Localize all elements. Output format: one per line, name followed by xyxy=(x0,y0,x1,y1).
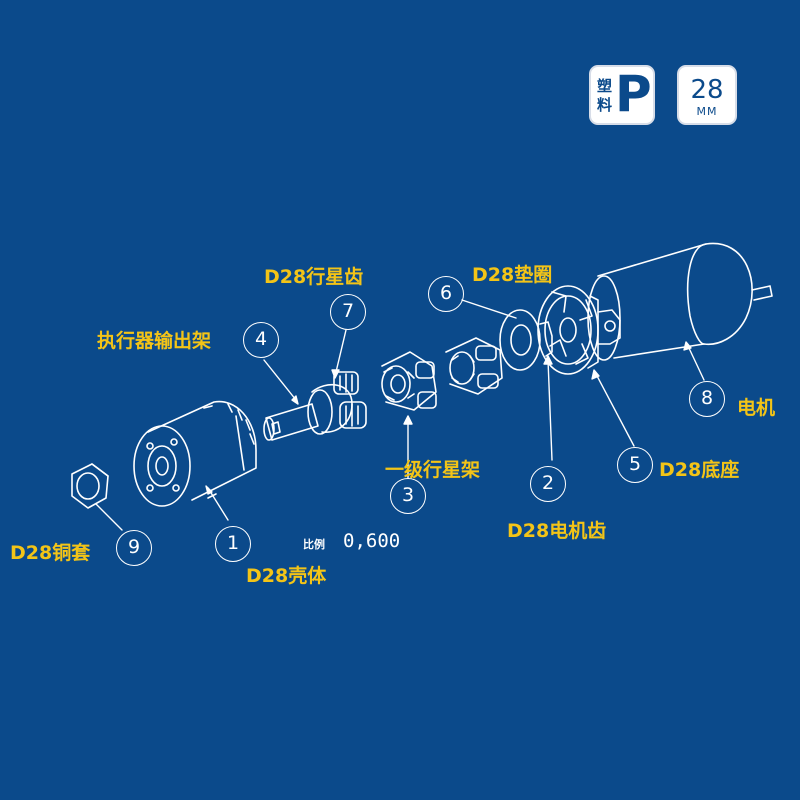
badge-size-unit: MM xyxy=(696,105,718,118)
label-motor: 电机 xyxy=(737,397,776,419)
badge-material-char-top: 塑 xyxy=(597,77,613,95)
callout-2: 2 xyxy=(530,466,566,502)
label-bushing: D28铜套 xyxy=(10,542,91,564)
part-output-shaft-drawing xyxy=(263,384,353,441)
callout-3: 3 xyxy=(390,478,426,514)
label-washer: D28垫圈 xyxy=(472,264,553,286)
scale-value: 0,600 xyxy=(343,530,401,552)
callout-5: 5 xyxy=(617,447,653,483)
part-washer-drawing xyxy=(499,309,541,371)
label-housing: D28壳体 xyxy=(246,565,327,587)
material-plastic-badge: 塑 料 P xyxy=(589,65,655,125)
label-base: D28底座 xyxy=(659,459,740,481)
badge-size-value: 28 xyxy=(690,75,724,105)
label-planet-gear: D28行星齿 xyxy=(264,266,364,288)
part-motor-drawing xyxy=(587,242,773,361)
callout-7: 7 xyxy=(330,294,366,330)
callout-1: 1 xyxy=(215,526,251,562)
badge-material-letter: P xyxy=(615,65,652,123)
badge-material-char-bottom: 料 xyxy=(597,96,613,114)
label-stage1-carrier: 一级行星架 xyxy=(385,459,481,481)
size-badge: 28 MM xyxy=(677,65,737,125)
label-output-carrier: 执行器输出架 xyxy=(97,330,212,352)
leader-lines xyxy=(95,299,705,531)
label-motor-gear: D28电机齿 xyxy=(507,520,607,542)
part-bushing-drawing xyxy=(71,463,109,509)
callout-6: 6 xyxy=(428,276,464,312)
part-stage1-carrier-drawing xyxy=(381,351,437,411)
callout-4: 4 xyxy=(243,322,279,358)
callout-9: 9 xyxy=(116,530,152,566)
part-planet-gears-drawing xyxy=(333,371,367,429)
callout-8: 8 xyxy=(689,381,725,417)
scale-label: 比例 xyxy=(303,538,325,551)
part-housing-drawing xyxy=(133,400,257,507)
